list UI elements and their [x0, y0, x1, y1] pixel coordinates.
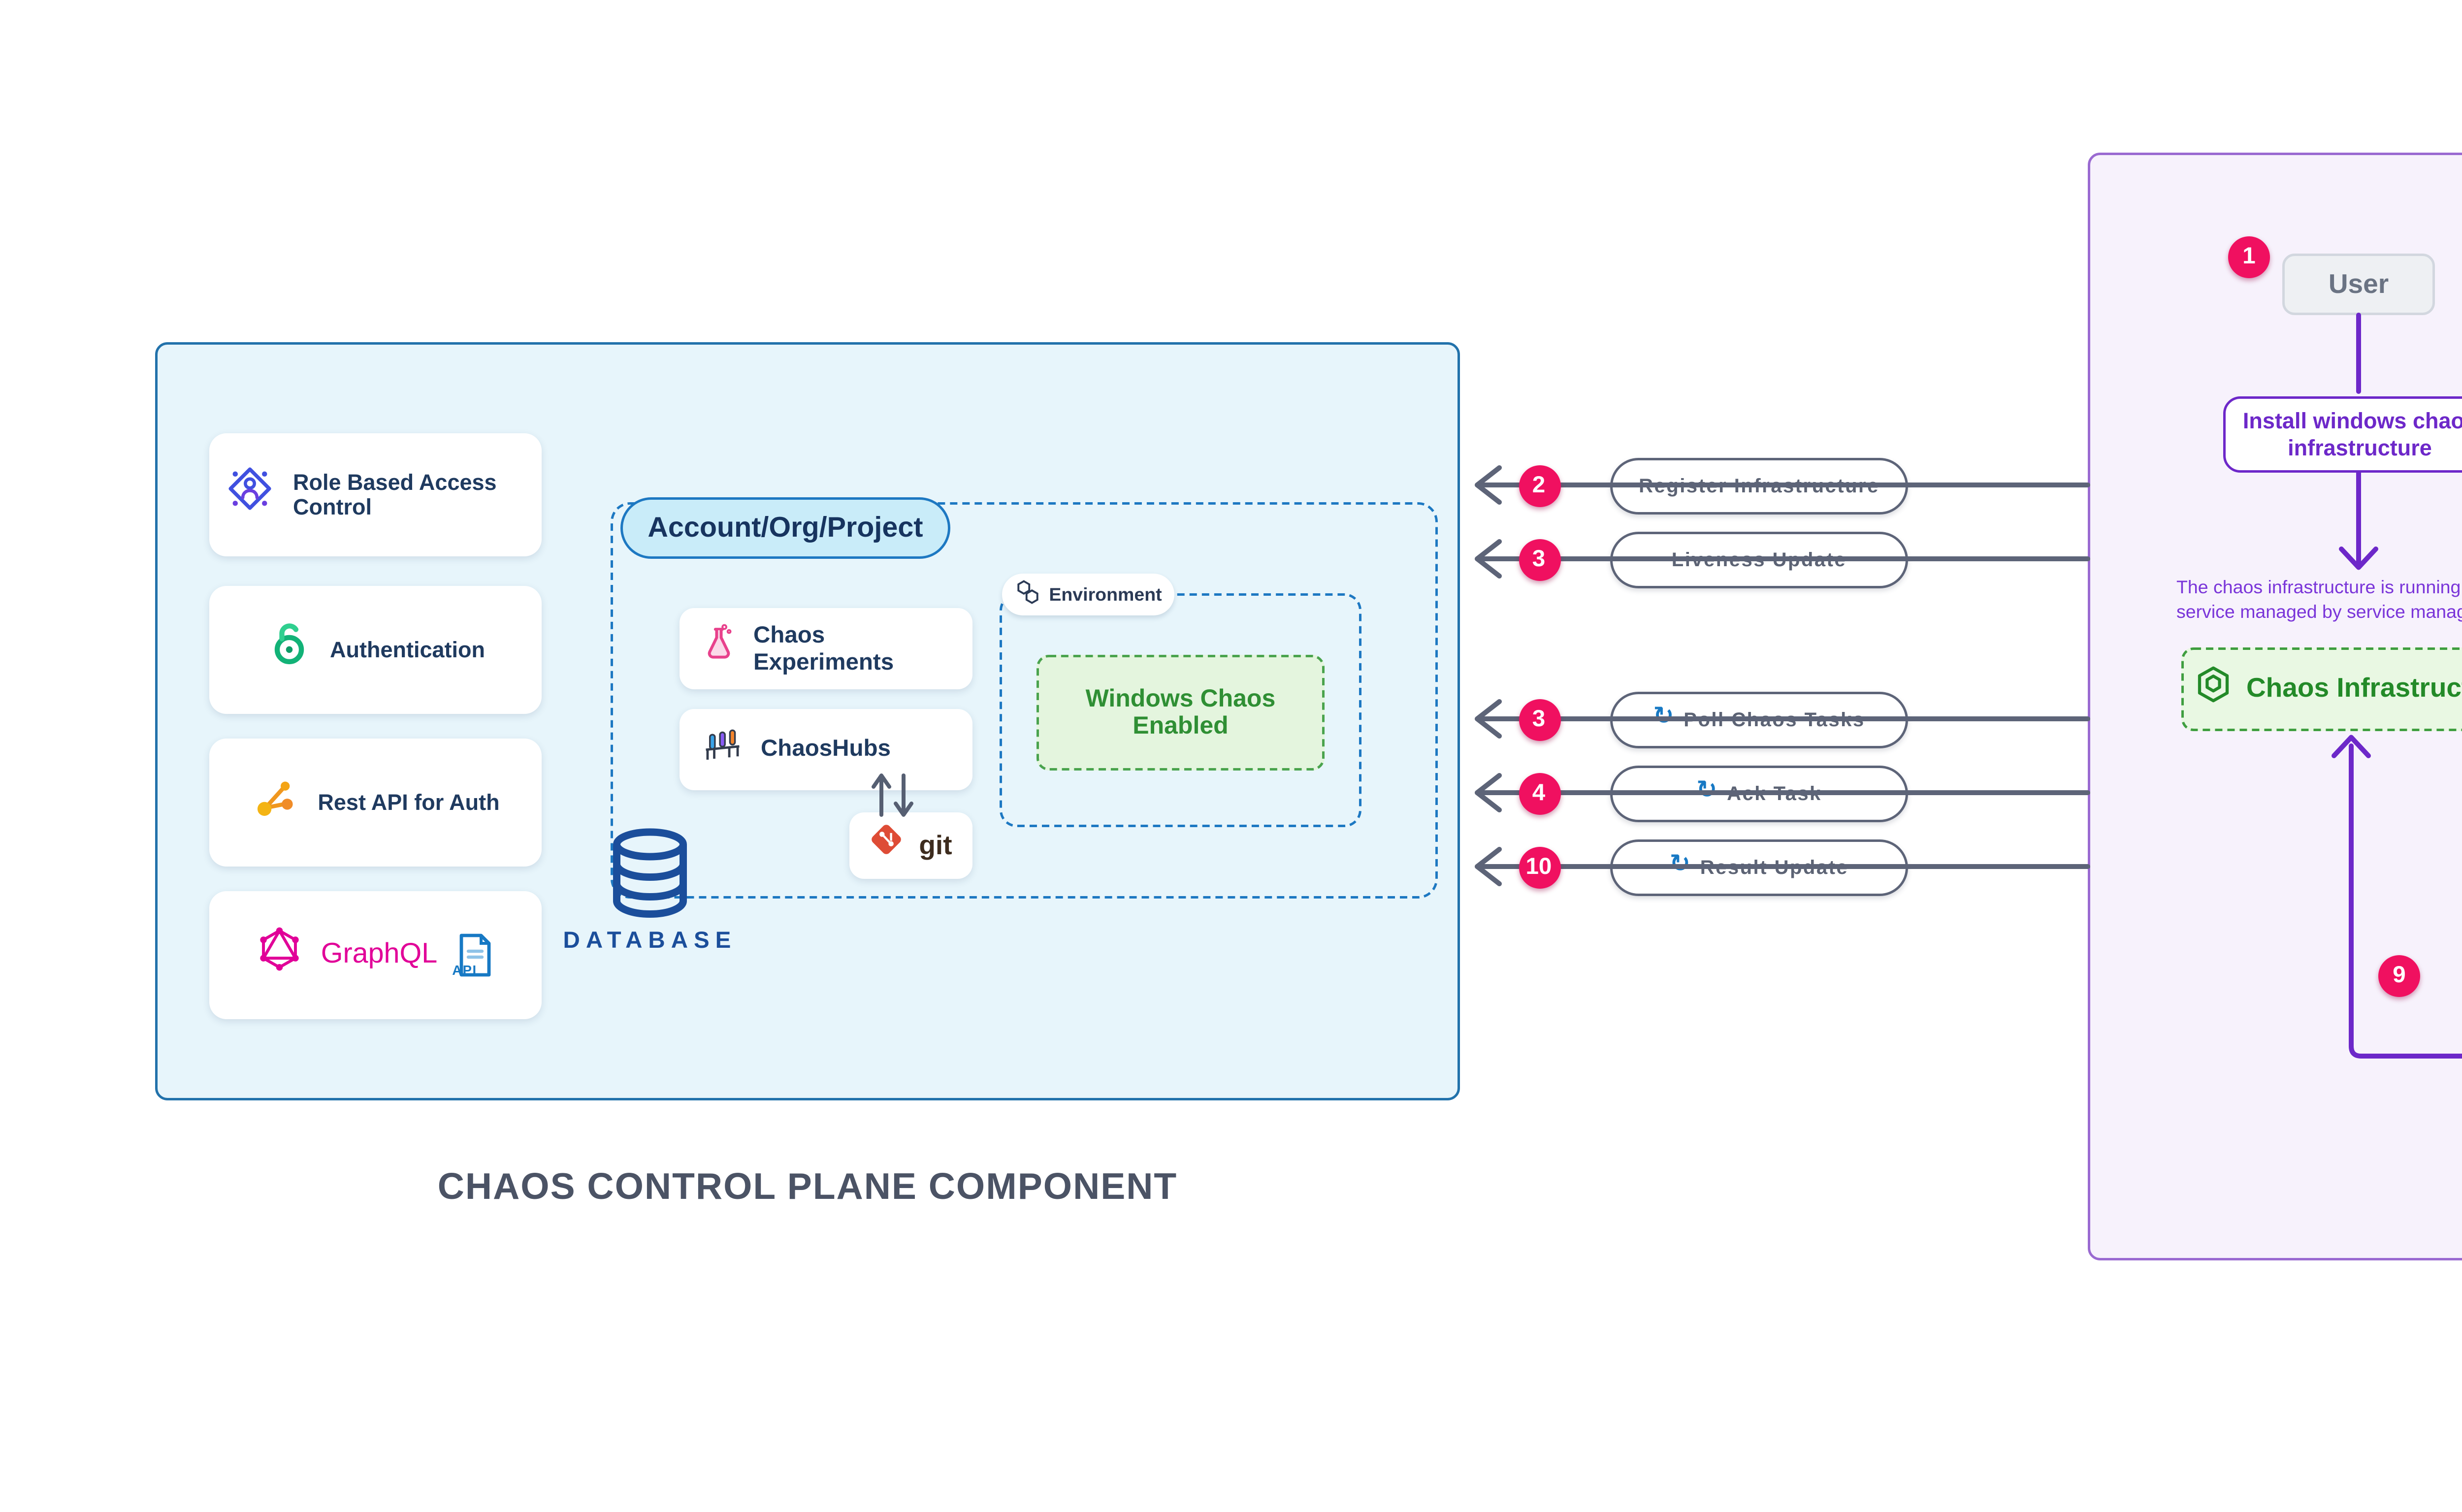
git-card[interactable]: git	[849, 812, 972, 879]
environment-label: Environment	[1049, 583, 1162, 606]
rbac-label: Role Based Access Control	[293, 470, 497, 519]
chaos-experiments-label: Chaos Experiments	[753, 621, 894, 676]
windows-chaos-enabled-box[interactable]: Windows Chaos Enabled	[1037, 655, 1325, 771]
chaos-experiments-card[interactable]: Chaos Experiments	[680, 608, 972, 689]
gray-connector-lines	[1475, 465, 2090, 886]
sync-icon: ↻	[1696, 778, 1717, 805]
chaos-infrastructure-box[interactable]: Chaos Infrastructure	[2181, 647, 2462, 731]
chaoshubs-label: ChaosHubs	[761, 736, 891, 763]
git-label: git	[919, 831, 952, 861]
chaos-infrastructure-label: Chaos Infrastructure	[2246, 675, 2462, 704]
graphql-icon	[257, 926, 304, 985]
api-doc-label: API	[452, 965, 477, 980]
step-badge: 10	[1518, 845, 1560, 888]
step-badge: 4	[1518, 772, 1560, 814]
execution-plane-title: CHAOS EXECUTION PLANE COMPONENT	[2088, 1339, 2462, 1381]
authentication-label: Authentication	[330, 638, 485, 662]
sync-icon: ↻	[1669, 852, 1690, 879]
infra-running-note: The chaos infrastructure is running and …	[2176, 576, 2462, 622]
environment-tab[interactable]: Environment	[1002, 574, 1174, 615]
graphql-label: GraphQL	[321, 940, 438, 970]
chaoshubs-card[interactable]: ChaosHubs	[680, 709, 972, 790]
chaoshubs-icon	[699, 723, 746, 777]
git-icon	[870, 822, 904, 869]
chaos-infrastructure-icon	[2197, 664, 2232, 715]
connector-register-infrastructure[interactable]: Register Infrastructure	[1610, 456, 1908, 514]
sync-icon: ↻	[1653, 704, 1674, 731]
graphql-card[interactable]: GraphQL API	[209, 891, 542, 1019]
database-icon	[608, 827, 692, 933]
authentication-card[interactable]: Authentication	[209, 586, 542, 714]
step-badge: 1	[2228, 236, 2270, 278]
rbac-card[interactable]: Role Based Access Control	[209, 433, 542, 556]
flask-icon	[699, 622, 739, 676]
step-badge: 2	[1518, 464, 1560, 506]
rbac-icon	[224, 463, 276, 527]
account-org-project-box	[611, 502, 1438, 899]
step-badge: 9	[2378, 955, 2420, 997]
control-plane-title: CHAOS CONTROL PLANE COMPONENT	[437, 1167, 1178, 1209]
database-label: DATABASE	[563, 928, 737, 955]
connector-liveness-update[interactable]: Liveness Update	[1610, 530, 1908, 587]
rest-api-icon	[251, 772, 300, 834]
install-infrastructure-box[interactable]: Install windows chaos infrastructure	[2223, 396, 2462, 473]
connector-ack-task[interactable]: ↻ Ack Task	[1610, 764, 1908, 821]
step-badge: 3	[1518, 538, 1560, 580]
step-badge: 3	[1518, 698, 1560, 740]
rest-api-label: Rest API for Auth	[318, 790, 500, 815]
connector-result-update[interactable]: ↻ Result Update	[1610, 838, 1908, 895]
user-box[interactable]: User	[2282, 254, 2435, 315]
rest-api-card[interactable]: Rest API for Auth	[209, 739, 542, 867]
account-org-project-pill[interactable]: Account/Org/Project	[620, 497, 950, 559]
hexagons-icon	[1014, 573, 1041, 617]
connector-poll-chaos-tasks[interactable]: ↻ Poll Chaos Tasks	[1610, 690, 1908, 747]
open-lock-icon	[266, 618, 313, 682]
environment-box	[1000, 593, 1361, 827]
api-doc-icon: API	[452, 931, 494, 980]
